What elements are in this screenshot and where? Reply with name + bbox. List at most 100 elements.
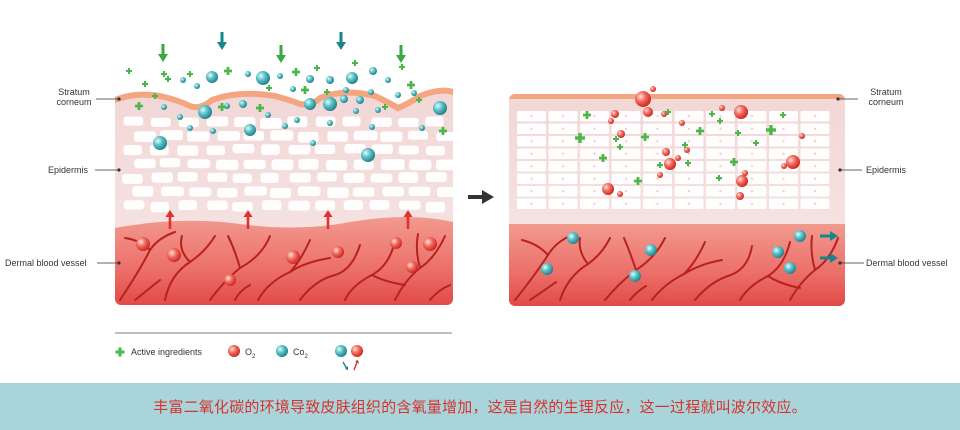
green-plus-icon [292, 68, 300, 76]
cell-nucleus [530, 115, 533, 118]
co2-bubble-icon [277, 73, 283, 79]
co2-bubble-icon [180, 77, 186, 83]
epidermis-cell [398, 117, 419, 128]
green-plus-icon [716, 175, 722, 181]
green-plus-icon [780, 112, 786, 118]
epidermis-cell [261, 144, 280, 155]
green-plus-icon [187, 71, 193, 77]
cell-nucleus [719, 127, 722, 130]
label-stratum-corneum-left-1: Stratum [58, 87, 90, 97]
green-plus-icon [735, 130, 741, 136]
epidermis-cell [398, 145, 419, 155]
epidermis-cell [380, 159, 405, 171]
cell-nucleus [813, 165, 817, 168]
green-plus-icon [617, 144, 623, 150]
cell-nucleus [624, 127, 628, 130]
cell-nucleus [593, 202, 596, 205]
left-dermis [115, 217, 453, 305]
epidermis-cell [232, 173, 252, 183]
green-plus-icon [730, 158, 738, 166]
cell-nucleus [530, 190, 533, 193]
epidermis-cell [425, 145, 445, 156]
co2-bubble-icon [368, 89, 374, 95]
o2-bubble-icon [228, 345, 240, 357]
co2-bubble-icon [187, 125, 193, 131]
green-plus-icon [613, 136, 619, 142]
cell-nucleus [593, 177, 596, 180]
co2-bubble-icon [244, 124, 256, 136]
green-plus-icon [682, 142, 688, 148]
label-stratum-corneum-right-2: corneum [868, 97, 903, 107]
cell-nucleus [687, 177, 691, 180]
green-down-arrow-icon [396, 45, 406, 63]
epidermis-cell [161, 186, 184, 197]
o2-bubble-icon [286, 250, 300, 264]
epidermis-cell [207, 200, 228, 210]
epidermis-cell [425, 172, 447, 182]
epidermis-cell [133, 131, 157, 142]
right-particles [541, 86, 806, 282]
epidermis-cell [315, 200, 336, 211]
o2-bubble-icon [781, 163, 787, 169]
co2-bubble-icon [206, 71, 218, 83]
epidermis-cell [232, 144, 255, 154]
legend: Active ingredients O2 Co2 [115, 332, 452, 371]
epidermis-cell [134, 158, 156, 169]
left-epidermis-cells [122, 116, 453, 213]
epidermis-cell [123, 116, 144, 126]
co2-bubble-icon [304, 98, 316, 110]
cell-nucleus [530, 177, 533, 180]
green-plus-icon [314, 65, 320, 71]
green-plus-icon [416, 97, 422, 103]
epidermis-cell [314, 144, 336, 155]
co2-bubble-icon [327, 120, 333, 126]
cell-nucleus [750, 140, 754, 143]
green-plus-icon [753, 140, 759, 146]
co2-bubble-icon [356, 96, 364, 104]
cell-nucleus [561, 152, 565, 155]
legend-co2-sub: 2 [305, 354, 309, 360]
cell-nucleus [656, 152, 659, 155]
co2-bubble-icon [346, 72, 358, 84]
cell-nucleus [624, 190, 628, 193]
epidermis-cell [425, 201, 446, 213]
epidermis-cell [187, 159, 211, 169]
green-plus-icon [224, 67, 232, 75]
cell-nucleus [750, 115, 754, 118]
co2-bubble-icon [290, 86, 296, 92]
co2-bubble-icon [541, 263, 553, 275]
epidermis-cell [206, 145, 226, 156]
cell-nucleus [687, 127, 691, 130]
epidermis-cell [217, 187, 238, 198]
green-down-arrow-icon [276, 45, 286, 63]
cell-nucleus [624, 165, 628, 168]
epidermis-cell [288, 144, 311, 155]
green-plus-icon [301, 86, 309, 94]
green-plus-icon [634, 177, 642, 185]
cell-nucleus [624, 115, 628, 118]
o2-bubble-icon [799, 133, 805, 139]
cell-nucleus [719, 152, 722, 155]
o2-bubble-icon [664, 158, 676, 170]
o2-bubble-icon [657, 172, 663, 178]
cell-nucleus [593, 140, 596, 143]
co2-bubble-icon [323, 97, 337, 111]
co2-bubble-icon [385, 77, 391, 83]
left-red-up-arrows [165, 210, 413, 229]
co2-bubble-icon [276, 345, 288, 357]
epidermis-cell [327, 131, 348, 142]
o2-bubble-icon [635, 91, 651, 107]
co2-bubble-icon [310, 140, 316, 146]
o2-bubble-icon [662, 148, 670, 156]
o2-bubble-icon [679, 120, 685, 126]
cell-nucleus [656, 177, 659, 180]
epidermis-cell [189, 187, 212, 197]
caption-bar: 丰富二氧化碳的环境导致皮肤组织的含氧量增加，这是自然的生理反应，这一过程就叫波尔… [0, 383, 960, 430]
cell-nucleus [782, 152, 785, 155]
cell-nucleus [687, 202, 691, 205]
o2-bubble-icon [602, 183, 614, 195]
co2-bubble-icon [794, 230, 806, 242]
epidermis-cell [270, 130, 294, 141]
cell-nucleus [719, 190, 722, 193]
epidermis-cell [327, 187, 349, 198]
